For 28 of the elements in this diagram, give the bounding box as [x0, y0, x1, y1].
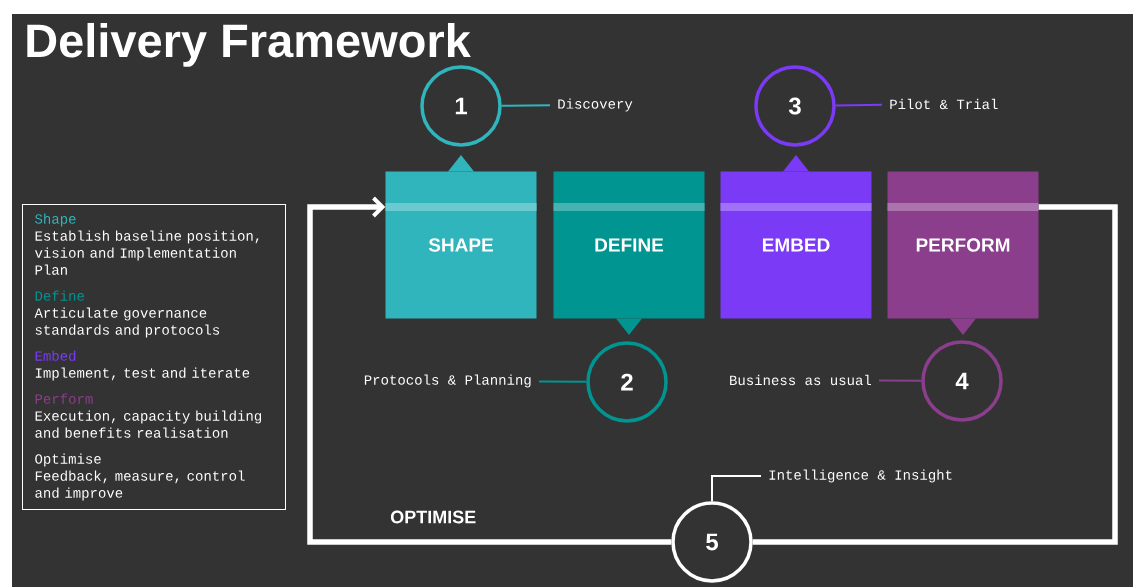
callout-text: Discovery: [558, 98, 633, 112]
stage-box: EMBED: [720, 155, 872, 319]
leader-line: [878, 379, 923, 382]
step-heading: Shape: [35, 213, 76, 227]
loop-label: OPTIMISE: [390, 510, 476, 524]
callout-text: Pilot & Trial: [890, 98, 998, 110]
stage-box: SHAPE: [385, 155, 537, 319]
step-heading: Define: [35, 290, 84, 301]
callout-text: Intelligence & Insight: [769, 469, 952, 483]
leader-line: [834, 103, 883, 107]
callout-text: Protocols & Planning: [364, 374, 531, 388]
leader-line: [711, 475, 762, 503]
leader-line: [500, 104, 551, 107]
leader-line: [538, 380, 588, 383]
loop-arrow: [307, 196, 672, 545]
step-heading: Embed: [35, 350, 76, 361]
title: Delivery Framework: [27, 22, 471, 67]
step-description: Articulate governance standards and protocols: [34, 307, 220, 338]
stage-box: DEFINE: [553, 171, 705, 335]
step-heading: Optimise: [35, 453, 101, 467]
description-panel: [22, 204, 286, 511]
step-description: Execution, capacity building and benefits realisation: [35, 410, 262, 438]
step-description: Feedback, measure, control and improve: [35, 470, 245, 501]
step-description: Establish baseline position, vision and Implementation Plan: [34, 230, 259, 275]
stage-box: PERFORM: [887, 171, 1039, 335]
step-description: Implement, test and iterate: [35, 367, 250, 381]
callout-text: Business as usual: [730, 374, 871, 386]
step-heading: Perform: [35, 393, 93, 404]
